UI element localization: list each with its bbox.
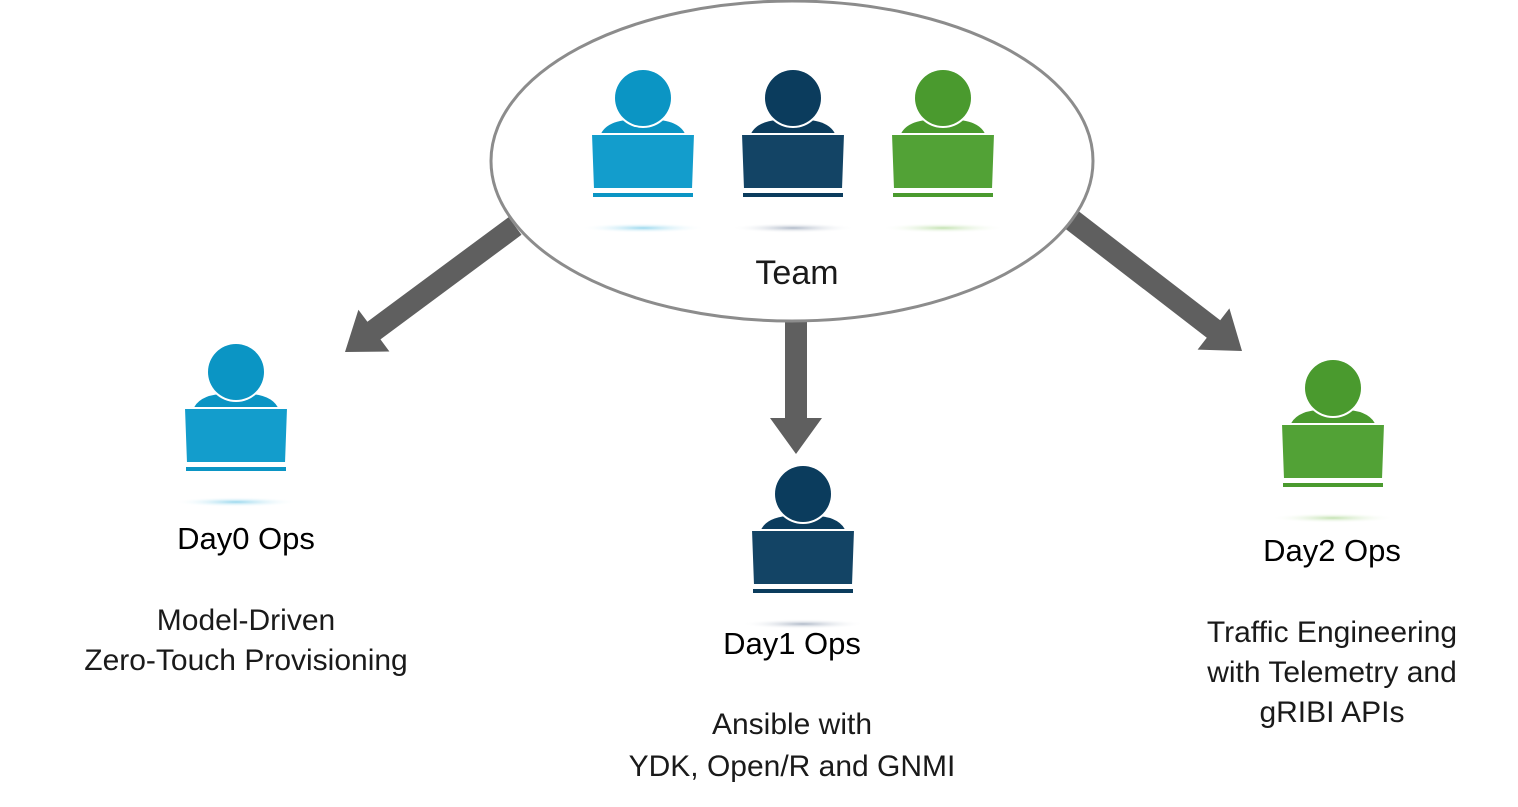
team-label: Team — [755, 254, 838, 292]
day2-description-line-2: with Telemetry and — [1206, 656, 1457, 689]
laptop-base — [753, 589, 853, 593]
day2-description-line-3: gRIBI APIs — [1259, 696, 1404, 729]
floor-shadow — [741, 619, 865, 629]
laptop-icon — [749, 529, 857, 586]
laptop-base — [186, 467, 286, 471]
day1-title: Day1 Ops — [723, 626, 861, 661]
floor-shadow — [881, 223, 1005, 233]
arrow-to-day0 — [345, 217, 522, 352]
laptop-icon — [739, 133, 847, 190]
day2-title: Day2 Ops — [1263, 533, 1401, 568]
day1-description-line-1: Ansible with — [712, 708, 872, 741]
ops-persons — [174, 342, 1395, 629]
day2-description-line-1: Traffic Engineering — [1207, 616, 1457, 649]
laptop-base — [893, 193, 993, 197]
floor-shadow — [581, 223, 705, 233]
arrow-to-day1 — [770, 300, 822, 454]
day0-title: Day0 Ops — [177, 521, 315, 556]
team-member-person-icon-3 — [881, 68, 1005, 233]
laptop-base — [593, 193, 693, 197]
floor-shadow — [731, 223, 855, 233]
team-members — [581, 68, 1005, 233]
floor-shadow — [1271, 513, 1395, 523]
day1-person-icon — [741, 464, 865, 629]
team-member-person-icon-2 — [731, 68, 855, 233]
head-shape — [765, 70, 821, 126]
laptop-base — [1283, 483, 1383, 487]
day1-description-line-2: YDK, Open/R and GNMI — [629, 750, 956, 783]
head-shape — [208, 344, 264, 400]
head-shape — [775, 466, 831, 522]
arrows — [345, 211, 1242, 454]
day0-description-line-1: Model-Driven — [157, 604, 335, 637]
floor-shadow — [174, 497, 298, 507]
arrow-to-day2 — [1065, 211, 1242, 351]
laptop-icon — [1279, 423, 1387, 480]
head-shape — [915, 70, 971, 126]
day2-person-icon — [1271, 358, 1395, 523]
team-member-person-icon-1 — [581, 68, 705, 233]
laptop-icon — [889, 133, 997, 190]
head-shape — [1305, 360, 1361, 416]
laptop-base — [743, 193, 843, 197]
day0-person-icon — [174, 342, 298, 507]
day0-description-line-2: Zero-Touch Provisioning — [84, 644, 407, 677]
laptop-icon — [589, 133, 697, 190]
laptop-icon — [182, 407, 290, 464]
head-shape — [615, 70, 671, 126]
